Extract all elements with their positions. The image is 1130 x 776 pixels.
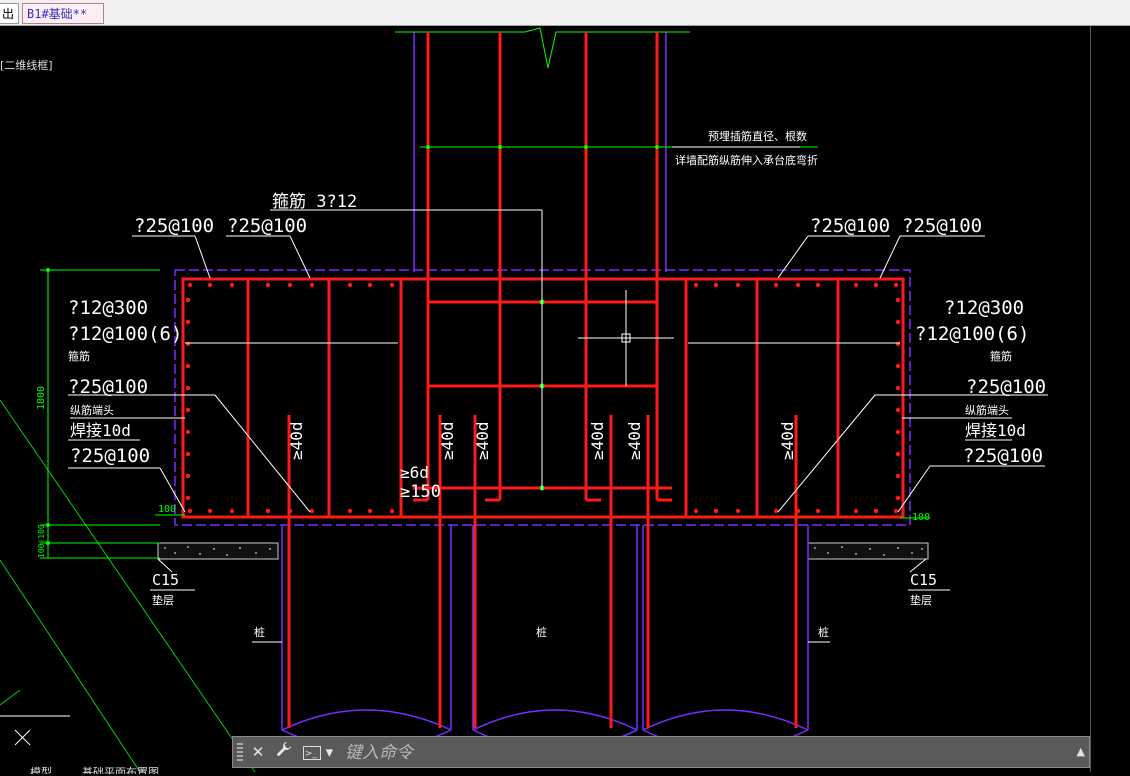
label-left-7: ?25@100: [70, 445, 150, 467]
construction-line: [0, 559, 141, 773]
rebar-dots: [185, 282, 901, 514]
break-line: [395, 27, 690, 69]
cushion-hatch: [164, 546, 923, 556]
label-pile-left: 桩: [254, 625, 265, 639]
label-anchor: ≥40d: [625, 421, 644, 460]
close-icon[interactable]: ✕: [251, 743, 265, 761]
label-stirrup: 箍筋 3?12: [272, 192, 357, 212]
document-tab-prev[interactable]: 出: [0, 3, 19, 24]
dim-1800: 1800: [36, 386, 47, 410]
dim-100-right: 100: [912, 512, 930, 523]
cad-drawing: 预埋插筋直径、根数 详墙配筋纵筋伸入承台底弯折 箍筋 3?12 ?25@100 …: [0, 27, 1048, 773]
grip-handle[interactable]: [237, 743, 243, 761]
label-anchor: ≥40d: [438, 421, 457, 460]
label-right-6: 焊接10d: [965, 421, 1026, 440]
view-style-label[interactable]: [二维线框]: [0, 59, 53, 72]
label-right-1: ?12@300: [944, 297, 1024, 319]
label-left-4: ?25@100: [68, 376, 148, 398]
dim-100-left: 100: [158, 504, 176, 515]
label-anchor: ≥40d: [287, 421, 306, 460]
drawing-text: 预埋插筋直径、根数 详墙配筋纵筋伸入承台底弯折 箍筋 3?12 ?25@100 …: [68, 129, 1046, 639]
construction-line: [0, 399, 256, 773]
layout-tab-model[interactable]: 模型: [30, 766, 52, 774]
rebar: [181, 32, 905, 728]
chevron-up-icon[interactable]: ▲: [1076, 745, 1085, 758]
wrench-icon: [277, 742, 291, 756]
label-top-left-b: ?25@100: [227, 215, 307, 237]
label-right-5: 纵筋端头: [965, 403, 1009, 417]
label-anchor: ≥40d: [588, 421, 607, 460]
crosshair-cursor: [578, 290, 674, 386]
label-pile-center: 桩: [536, 625, 547, 639]
label-cushion-right: 垫层: [910, 593, 932, 607]
drawing-viewport[interactable]: 预埋插筋直径、根数 详墙配筋纵筋伸入承台底弯折 箍筋 3?12 ?25@100 …: [0, 26, 1090, 773]
label-right-3: 箍筋: [990, 349, 1012, 363]
layout-tab-bar: 模型 基础平面布置图: [0, 766, 232, 774]
label-min-6d: ≥6d: [400, 463, 429, 482]
cushion-right: [807, 542, 929, 560]
label-min-150: ≥150: [400, 482, 441, 502]
leader-lines: [68, 146, 1048, 643]
label-anchor: ≥40d: [778, 421, 797, 460]
label-left-1: ?12@300: [68, 297, 148, 319]
right-panel: [1090, 26, 1130, 772]
label-right-4: ?25@100: [966, 376, 1046, 398]
label-left-2: ?12@100(6): [68, 323, 182, 345]
label-top-left-a: ?25@100: [134, 215, 214, 237]
label-left-3: 箍筋: [68, 349, 90, 363]
anchor-labels: ≥40d ≥40d ≥40d ≥40d ≥40d ≥40d: [287, 421, 797, 460]
label-cushion-left: 垫层: [152, 593, 174, 607]
label-pile-note-1: 预埋插筋直径、根数: [708, 129, 807, 143]
label-pile-right: 桩: [818, 625, 829, 639]
label-pile-note-2: 详墙配筋纵筋伸入承台底弯折: [675, 153, 818, 167]
dim-100-100: 100|100: [37, 524, 46, 558]
label-c15-right: C15: [910, 571, 937, 589]
label-right-2: ?12@100(6): [915, 323, 1029, 345]
cushion-left: [157, 542, 279, 560]
ucs-icon: [14, 729, 31, 746]
document-tab-bar: 出 B1#基础**: [0, 0, 1130, 26]
command-prompt-icon[interactable]: >_ ▾: [302, 743, 334, 761]
label-left-5: 纵筋端头: [70, 403, 114, 417]
label-anchor: ≥40d: [473, 421, 492, 460]
document-tab-active[interactable]: B1#基础**: [22, 3, 104, 24]
command-line: ✕ >_ ▾ ▲: [232, 736, 1090, 768]
dimension-text: 1800 100|100 100 100: [36, 386, 930, 558]
construction-line: [0, 689, 21, 706]
label-top-right-b: ?25@100: [902, 215, 982, 237]
label-top-right-a: ?25@100: [810, 215, 890, 237]
command-input[interactable]: [343, 741, 1047, 765]
label-c15-left: C15: [152, 571, 179, 589]
label-right-7: ?25@100: [963, 445, 1043, 467]
wrench-icon[interactable]: [273, 741, 295, 763]
layout-tab-plan[interactable]: 基础平面布置图: [82, 766, 159, 774]
label-left-6: 焊接10d: [70, 421, 131, 440]
